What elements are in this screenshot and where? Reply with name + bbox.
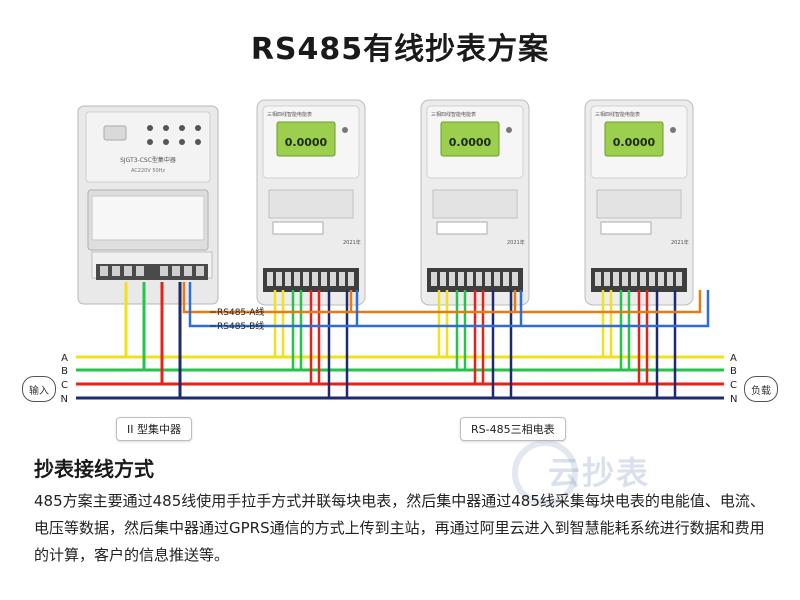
concentrator-label: II 型集中器 [116, 417, 192, 441]
meter-reading: 0.0000 [613, 136, 656, 149]
meter-screen-title: 三相四线智能电能表 [431, 111, 476, 118]
concentrator-spec-text: AC220V 50Hz [131, 168, 165, 174]
meter-group: 三相四线智能电能表 0.0000 2021年 三相四线智能电能表 0.0000 2021年… [256, 99, 694, 306]
meter-screen-title: 三相四线智能电能表 [595, 111, 640, 118]
input-endcap: 输入 [22, 376, 56, 402]
watermark-logo [512, 440, 578, 506]
meter-screen-title: 三相四线智能电能表 [267, 111, 312, 118]
description-text: 485方案主要通过485线使用手拉手方式并联每块电表，然后集中器通过485线采集… [34, 492, 765, 564]
section-title: 抄表接线方式 [34, 457, 154, 481]
output-endcap: 负载 [744, 376, 778, 402]
rs485-b-bus [188, 282, 710, 328]
bus-a-label: RS485-A线 [217, 306, 264, 318]
meter-1: 三相四线智能电能表 0.0000 2021年 [256, 99, 366, 306]
phase-label-right: C [730, 380, 737, 391]
phase-label-left: B [61, 366, 68, 377]
meter-3: 三相四线智能电能表 0.0000 2021年 [584, 99, 694, 306]
meter-year: 2021年 [507, 239, 525, 246]
meter-reading: 0.0000 [449, 136, 492, 149]
meter-2: 三相四线智能电能表 0.0000 2021年 [420, 99, 530, 306]
input-label: 输入 [29, 385, 49, 397]
meter-year: 2021年 [671, 239, 689, 246]
phase-label-left: C [61, 380, 68, 391]
concentrator-device: SJGT3-CSC型集中器 AC220V 50Hz [77, 105, 219, 305]
phase-label-left: A [61, 353, 68, 364]
phase-label-right: B [730, 366, 737, 377]
output-label: 负载 [751, 385, 771, 397]
wiring-diagram: SJGT3-CSC型集中器 AC220V 50Hz 三相四线智能电能表 0.000… [61, 99, 738, 405]
meter-reading: 0.0000 [285, 136, 328, 149]
meter-group-label: RS-485三相电表 [460, 417, 566, 441]
phase-label-right: A [730, 353, 737, 364]
phase-label-right: N [730, 394, 737, 405]
bus-b-label: RS485-B线 [217, 320, 264, 332]
rs485-a-bus [182, 282, 702, 314]
watermark-text: 云抄表 [548, 454, 651, 492]
meter-year: 2021年 [343, 239, 361, 246]
phase-label-left: N [61, 394, 68, 405]
page-title: RS485有线抄表方案 [250, 32, 550, 67]
concentrator-model-text: SJGT3-CSC型集中器 [120, 156, 176, 164]
wires [76, 282, 724, 400]
